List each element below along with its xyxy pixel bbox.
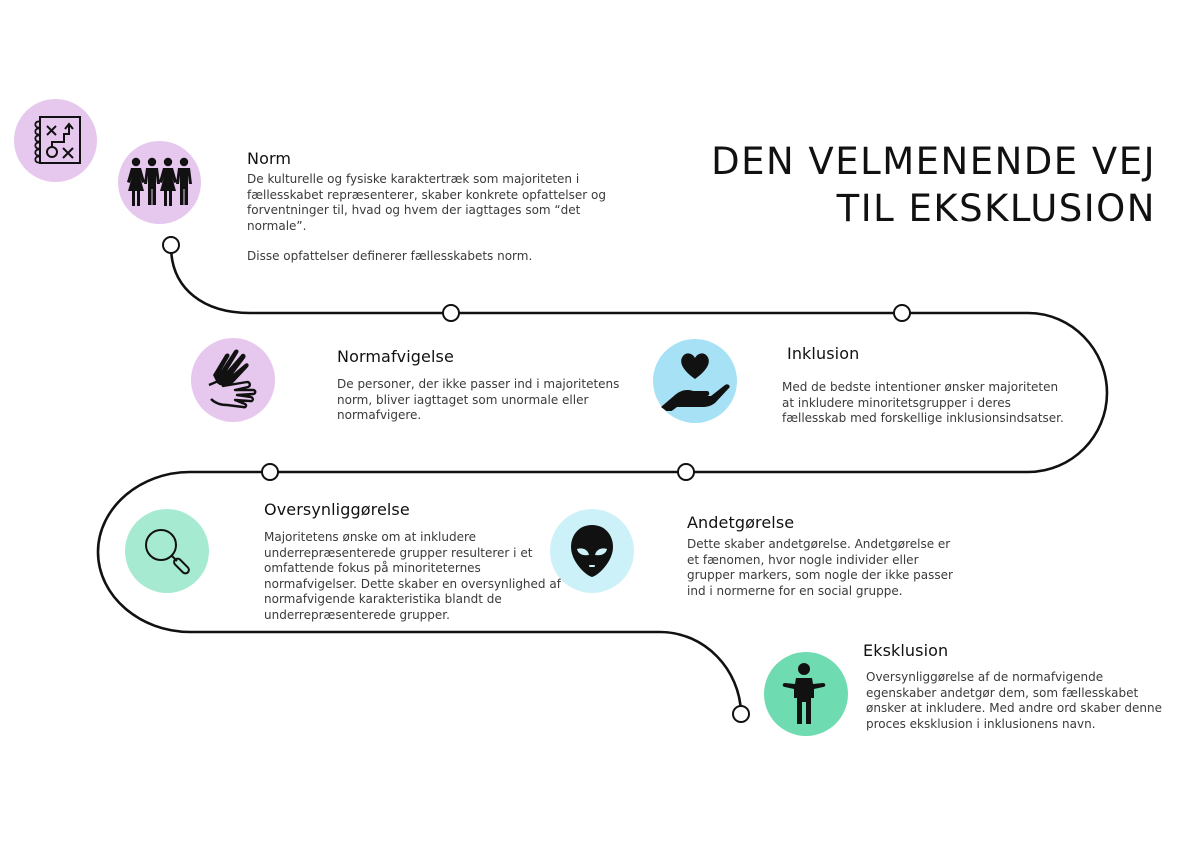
eksklusion-icon-circle <box>764 652 848 736</box>
eksklusion-description: Oversynliggørelse af de normafvigende eg… <box>866 670 1166 732</box>
normafvigelse-title: Normafvigelse <box>337 347 454 366</box>
heart-in-hand-icon <box>661 353 730 411</box>
path-node <box>893 304 911 322</box>
norm-icon-circle <box>118 141 201 224</box>
andetgorelse-icon-circle <box>550 509 634 593</box>
norm-text-2: Disse opfattelser definerer fællesskabet… <box>247 249 533 263</box>
sign-language-hands-icon <box>208 349 257 409</box>
inklusion-description: Med de bedste intentioner ønsker majorit… <box>782 380 1072 427</box>
magnifying-glass-icon <box>145 529 190 575</box>
andetgorelse-text: Dette skaber andetgørelse. Andetgørelse … <box>687 537 953 598</box>
oversynliggorelse-title: Oversynliggørelse <box>264 500 410 519</box>
title-line-1: DEN VELMENENDE VEJ <box>711 140 1156 183</box>
norm-title: Norm <box>247 149 292 168</box>
eksklusion-text: Oversynliggørelse af de normafvigende eg… <box>866 670 1163 731</box>
andetgorelse-description: Dette skaber andetgørelse. Andetgørelse … <box>687 537 962 599</box>
strategy-board-icon <box>34 115 81 164</box>
oversynliggorelse-icon-circle <box>125 509 209 593</box>
normafvigelse-text: De personer, der ikke passer ind i major… <box>337 377 620 422</box>
inklusion-title: Inklusion <box>787 344 860 363</box>
path-nodes <box>162 236 911 723</box>
normafvigelse-description: De personer, der ikke passer ind i major… <box>337 377 637 424</box>
page-title: DEN VELMENENDE VEJ TIL EKSKLUSION <box>711 138 1156 232</box>
title-line-2: TIL EKSKLUSION <box>836 187 1156 230</box>
path-node <box>677 463 695 481</box>
path-node-end <box>732 705 750 723</box>
oversynliggorelse-description: Majoritetens ønske om at inkludere under… <box>264 530 564 623</box>
group-of-people-icon <box>126 157 192 206</box>
oversynliggorelse-text: Majoritetens ønske om at inkludere under… <box>264 530 561 622</box>
normafvigelse-icon-circle <box>191 338 275 422</box>
norm-description: De kulturelle og fysiske karaktertræk so… <box>247 172 625 265</box>
inklusion-icon-circle <box>653 339 737 423</box>
norm-text-1: De kulturelle og fysiske karaktertræk so… <box>247 172 606 233</box>
andetgorelse-title: Andetgørelse <box>687 513 795 532</box>
path-node-start <box>162 236 180 254</box>
path-node <box>442 304 460 322</box>
inklusion-text: Med de bedste intentioner ønsker majorit… <box>782 380 1064 425</box>
eksklusion-title: Eksklusion <box>863 641 949 660</box>
alien-head-icon <box>571 525 613 577</box>
shrugging-person-icon <box>782 663 826 724</box>
logo-circle <box>14 99 97 182</box>
path-node <box>261 463 279 481</box>
